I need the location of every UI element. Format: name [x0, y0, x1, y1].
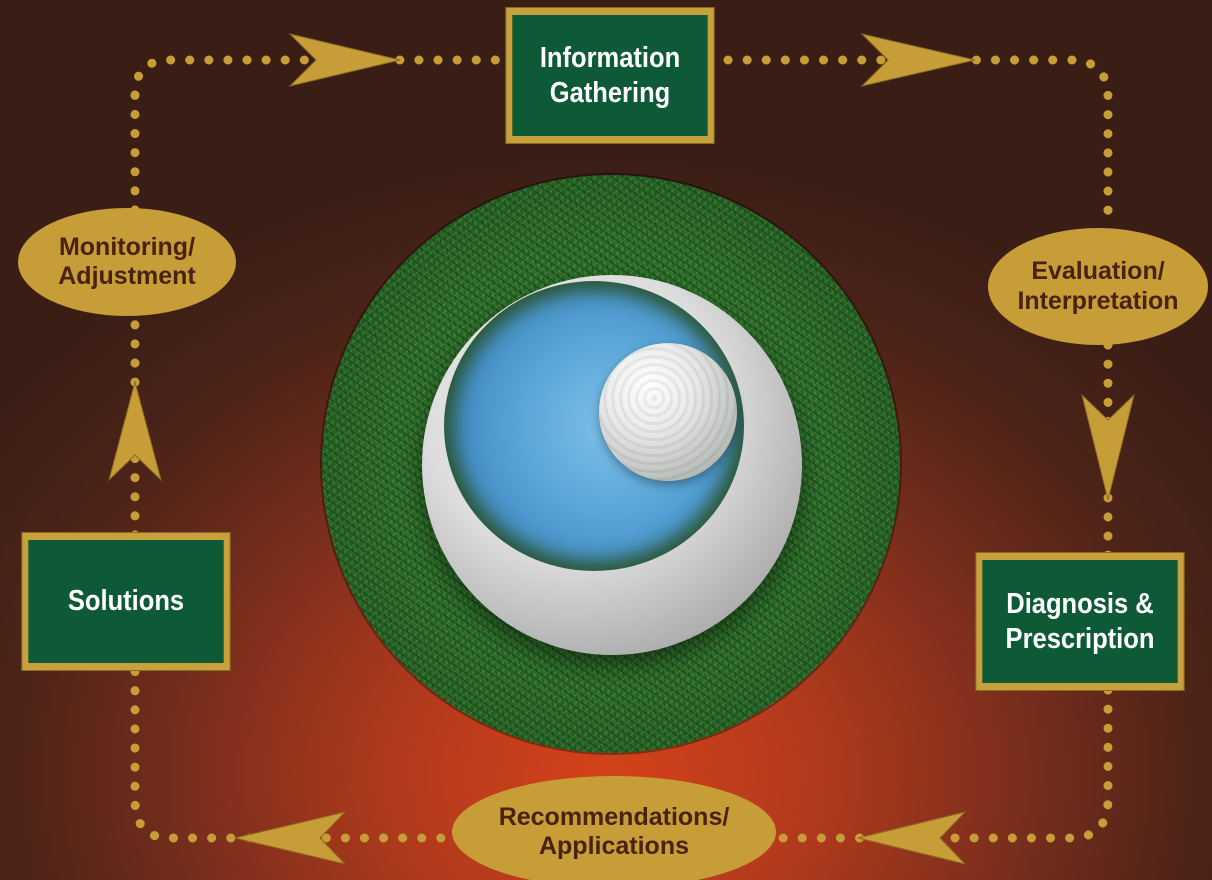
- arrow-down-icon: [1081, 393, 1135, 501]
- path-top-left: [130, 55, 505, 100]
- node-information-gathering[interactable]: Information Gathering: [505, 7, 715, 144]
- arrow-left-icon: [857, 811, 967, 865]
- path-right-lower: [765, 685, 1113, 843]
- arrow-right-icon: [860, 33, 976, 87]
- path-top-right: [723, 55, 1113, 225]
- node-evaluation-interpretation[interactable]: Evaluation/ Interpretation: [988, 228, 1208, 345]
- cup-sky-view: [444, 281, 744, 571]
- arrow-right-icon: [288, 33, 401, 87]
- node-solutions[interactable]: Solutions: [21, 532, 231, 671]
- golf-ball: [599, 343, 737, 481]
- arrow-left-icon: [234, 811, 347, 865]
- center-golf-photo: [322, 175, 900, 753]
- path-bottom-left: [130, 665, 465, 843]
- arrow-up-icon: [108, 380, 162, 482]
- dotted-path: [130, 55, 1113, 843]
- node-recommendations-applications[interactable]: Recommendations/ Applications: [452, 776, 776, 880]
- node-diagnosis-prescription[interactable]: Diagnosis & Prescription: [975, 552, 1185, 691]
- node-monitoring-adjustment[interactable]: Monitoring/ Adjustment: [18, 208, 236, 316]
- golf-cup: [422, 275, 802, 655]
